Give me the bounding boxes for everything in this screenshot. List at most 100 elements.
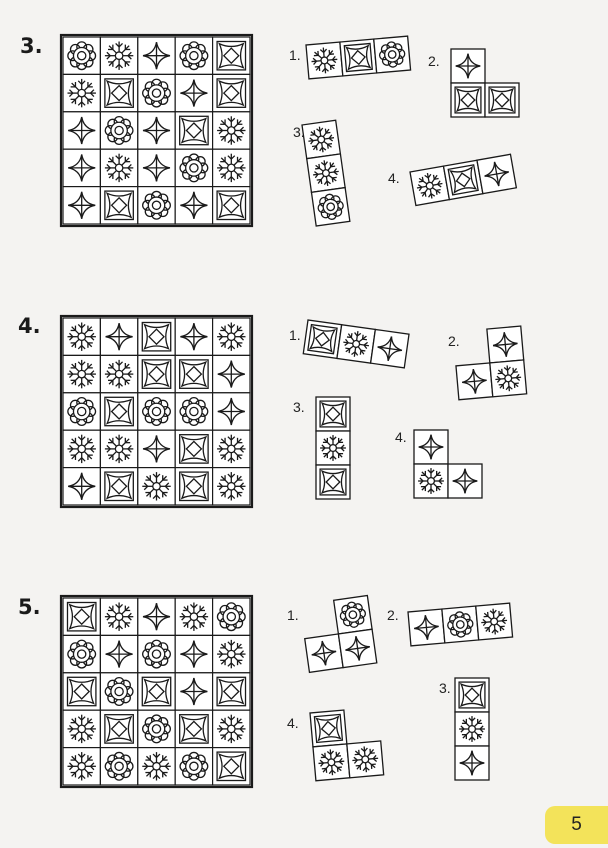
grid-cell-snowflake (62, 354, 102, 394)
grid-cell-snowflake (62, 429, 102, 469)
diamond-icon (345, 636, 370, 661)
snowflake-icon (217, 322, 246, 351)
diamond-icon (311, 640, 337, 666)
grid-cell-snowflake (99, 597, 139, 637)
option-cell-square (315, 396, 351, 432)
option-cell-snowflake (413, 463, 449, 499)
problem-number-3: 3. (20, 34, 43, 58)
option-label: 3. (293, 124, 305, 140)
snowflake-icon (67, 322, 96, 351)
flower-icon (142, 78, 171, 108)
grid-cell-square (99, 709, 139, 749)
snowflake-icon (217, 116, 246, 145)
diamond-icon (180, 640, 208, 668)
option-cell-diamond (447, 463, 483, 499)
diamond-icon (459, 750, 485, 776)
puzzle-grid-5 (59, 594, 254, 789)
grid-cell-diamond (174, 634, 214, 674)
snowflake-icon (416, 172, 443, 199)
flower-icon (67, 41, 97, 71)
option-label: 3. (439, 680, 451, 696)
flower-icon (179, 153, 209, 183)
grid-cell-square (99, 392, 139, 431)
grid-cell-square (212, 73, 251, 113)
grid-cell-diamond (137, 148, 176, 188)
flower-icon (142, 397, 171, 426)
grid-cell-diamond (62, 111, 102, 150)
diamond-icon (414, 615, 439, 640)
snowflake-icon (320, 435, 346, 461)
answer-option-1[interactable] (305, 35, 412, 80)
option-cell-diamond (337, 628, 378, 669)
option-cell-snowflake (305, 153, 346, 194)
option-label: 4. (395, 429, 407, 445)
grid-cell-square (99, 186, 139, 225)
option-cell-flower (332, 594, 373, 635)
square-icon (458, 681, 486, 709)
grid-cell-square (174, 111, 214, 150)
diamond-icon (217, 397, 245, 426)
grid-cell-flower (137, 634, 176, 674)
puzzle-grid-4 (59, 314, 254, 509)
square-icon (179, 115, 209, 146)
grid-cell-square (137, 354, 176, 394)
snowflake-icon (495, 365, 522, 392)
diamond-icon (68, 191, 96, 219)
snowflake-icon (352, 746, 379, 773)
square-icon (141, 676, 172, 707)
answer-option-2[interactable] (453, 325, 528, 401)
grid-cell-diamond (174, 186, 214, 225)
grid-cell-square (99, 73, 139, 113)
flower-icon (67, 397, 97, 426)
option-cell-snowflake (312, 743, 351, 782)
option-cell-snowflake (305, 41, 344, 80)
square-icon (141, 321, 172, 352)
option-label: 1. (287, 607, 299, 623)
grid-cell-flower (99, 672, 139, 711)
answer-option-4[interactable] (309, 707, 385, 782)
answer-option-3[interactable] (315, 396, 351, 500)
grid-cell-diamond (99, 317, 139, 357)
grid-cell-snowflake (99, 148, 139, 188)
square-icon (104, 471, 134, 502)
option-cell-snowflake (301, 119, 342, 160)
answer-option-4[interactable] (413, 429, 483, 499)
square-icon (179, 471, 209, 502)
flower-icon (142, 714, 171, 744)
square-icon (488, 86, 516, 114)
grid-cell-snowflake (212, 148, 251, 188)
answer-option-1[interactable] (300, 594, 378, 674)
diamond-icon (180, 677, 208, 706)
snowflake-icon (318, 749, 345, 776)
square-icon (104, 396, 134, 427)
snowflake-icon (311, 47, 338, 74)
option-cell-square (450, 82, 486, 118)
option-cell-diamond (450, 48, 486, 84)
option-cell-flower (441, 605, 480, 644)
flower-icon (104, 677, 134, 706)
diamond-icon (180, 191, 208, 219)
diamond-icon (68, 472, 96, 500)
grid-cell-diamond (62, 148, 102, 188)
option-cell-square (302, 319, 343, 360)
option-label: 2. (387, 607, 399, 623)
grid-cell-snowflake (212, 467, 251, 506)
grid-cell-diamond (174, 672, 214, 711)
answer-option-1[interactable] (302, 319, 410, 369)
diamond-icon (142, 42, 171, 70)
answer-option-3[interactable] (301, 119, 351, 227)
diamond-icon (418, 434, 444, 460)
grid-cell-snowflake (174, 597, 214, 637)
answer-option-2[interactable] (450, 48, 520, 118)
option-cell-snowflake (409, 165, 451, 207)
answer-option-3[interactable] (454, 677, 490, 781)
grid-cell-snowflake (62, 73, 102, 113)
answer-option-4[interactable] (409, 153, 518, 207)
snowflake-icon (142, 472, 171, 501)
grid-cell-square (174, 354, 214, 394)
snowflake-icon (142, 752, 171, 781)
answer-option-2[interactable] (407, 602, 514, 647)
grid-cell-snowflake (212, 111, 251, 150)
option-cell-square (484, 82, 520, 118)
grid-cell-flower (137, 186, 176, 225)
